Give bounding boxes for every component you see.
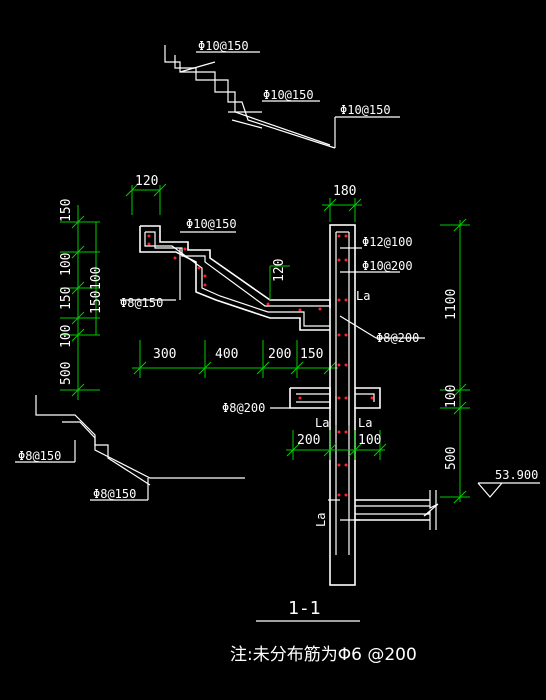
canopy-width-120: 120 (135, 174, 158, 189)
column-width-180: 180 (333, 184, 356, 199)
left-dim-1: 150 (59, 199, 74, 222)
lower-rebar-label-1: Φ8@150 (18, 449, 61, 463)
canopy-hdim-200: 200 (268, 347, 291, 362)
column-dim-200: 200 (297, 433, 320, 448)
canopy-hdim-300: 300 (153, 347, 176, 362)
lower-rebar-label-2: Φ8@150 (93, 487, 136, 501)
top-rebar-label-1: Φ10@150 (198, 39, 249, 53)
canopy-hdim-400: 400 (215, 347, 238, 362)
left-dimension-chain: 150 100 100 150 150 100 500 (59, 199, 104, 400)
canopy-section: 120 120 Φ10@150 Φ8@150 (120, 174, 331, 331)
left-dim-5: 150 (89, 291, 104, 314)
right-dimension-chain: 1100 100 500 53.900 (440, 218, 540, 504)
lower-detail: Φ8@150 Φ8@150 (15, 395, 245, 501)
column-section: 180 Φ12@100 Φ10@200 La Φ8@200 Φ8@200 La … (222, 184, 439, 586)
left-dim-6: 100 (59, 325, 74, 348)
beam-rebar-label: Φ8@200 (222, 401, 265, 415)
section-title: 1-1 (288, 598, 321, 619)
top-rebar-label-2: Φ10@150 (263, 88, 314, 102)
section-title-block: 1-1 注:未分布筋为Φ6 @200 (230, 598, 417, 665)
column-rebar-label-1: Φ12@100 (362, 235, 413, 249)
column-rebar-label-2: Φ10@200 (362, 259, 413, 273)
right-dim-1100: 1100 (444, 289, 459, 320)
canopy-hdim-150: 150 (300, 347, 323, 362)
elevation-label: 53.900 (495, 468, 538, 482)
top-rebar-label-3: Φ10@150 (340, 103, 391, 117)
right-dim-500: 500 (444, 447, 459, 470)
column-dim-100: 100 (358, 433, 381, 448)
anchor-label-4: La (314, 513, 328, 527)
column-rebar-label-3: Φ8@200 (376, 331, 419, 345)
left-dim-3: 100 (89, 267, 104, 290)
right-dim-100: 100 (444, 385, 459, 408)
canopy-height-120: 120 (272, 259, 287, 282)
left-dim-7: 500 (59, 362, 74, 385)
anchor-label-1: La (356, 289, 370, 303)
general-note: 注:未分布筋为Φ6 @200 (230, 645, 417, 665)
top-detail: Φ10@150 Φ10@150 Φ10@150 (164, 39, 400, 149)
anchor-label-3: La (358, 416, 372, 430)
anchor-label-2: La (315, 416, 329, 430)
canopy-rebar-left: Φ8@150 (120, 296, 163, 310)
canopy-horizontal-dims: 300 400 200 150 (132, 340, 338, 378)
left-dim-4: 150 (59, 287, 74, 310)
canopy-rebar-top: Φ10@150 (186, 217, 237, 231)
left-dim-2: 100 (59, 253, 74, 276)
